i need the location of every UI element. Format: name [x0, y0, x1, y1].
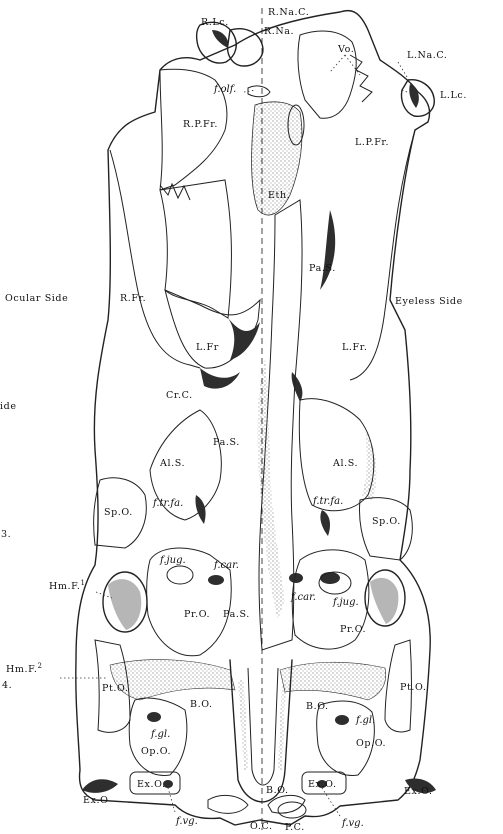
r-frontal-plate — [160, 180, 231, 318]
label-oc: O.C. — [250, 821, 273, 832]
label-f-jug-right: f.jug. — [332, 597, 359, 608]
label-pr-o-right: Pr.O. — [340, 624, 366, 635]
label-pa-s-mid: Pa.S. — [213, 437, 240, 448]
right-glossopharyngeal-foramen — [147, 712, 161, 722]
left-carotid-foramen — [289, 573, 303, 583]
label-vo: Vo. — [337, 44, 354, 55]
label-pt-o-right: Pt.O. — [400, 682, 426, 693]
label-b-o-bottom: B.O. — [266, 785, 289, 796]
label-pr-o-left: Pr.O. — [184, 609, 210, 620]
label-sp-o-left: Sp.O. — [104, 507, 133, 518]
label-ide-edge: ide — [0, 401, 17, 412]
label-pa-s-top: Pa.S. — [309, 263, 336, 274]
left-trigeminal-foramen — [320, 510, 330, 536]
basioccipital-groove — [248, 668, 278, 785]
label-r-na: R.Na. — [264, 26, 294, 37]
label-edge-4: 4. — [2, 680, 12, 691]
label-f-gl-left: f.gl. — [150, 729, 170, 740]
label-al-s-right: Al.S. — [332, 458, 358, 469]
label-r-p-fr: R.P.Fr. — [183, 119, 218, 130]
label-f-tr-fa-right: f.tr.fa. — [312, 496, 343, 507]
label-hm-f2: Hm.F.2 — [6, 662, 43, 675]
label-cr-c: Cr.C. — [166, 390, 193, 401]
label-ex-o-right-outer: Ex.O. — [404, 786, 433, 797]
right-hm-shade — [108, 579, 141, 630]
posterior-condyle — [278, 802, 306, 818]
label-op-o-right: Op.O. — [356, 738, 386, 749]
label-eyeless-side: Eyeless Side — [395, 296, 463, 307]
label-l-fr-inner: L.Fr — [196, 342, 219, 353]
label-ocular-side: Ocular Side — [5, 293, 68, 304]
label-pt-o-left: Pt.O. — [102, 683, 128, 694]
label-pa-s-low: Pa.S. — [223, 609, 250, 620]
left-lachrymal-dark — [409, 84, 419, 108]
left-jugular-foramen — [320, 572, 340, 584]
leader-olf — [244, 90, 256, 92]
label-l-nac: L.Na.C. — [407, 50, 447, 61]
label-edge-3: 3. — [1, 529, 11, 540]
label-sp-o-right: Sp.O. — [372, 516, 401, 527]
olfactory-foramen — [248, 86, 270, 97]
l-frontal-crescent — [165, 290, 260, 368]
left-alisphenoid-stipple — [362, 430, 377, 500]
vomer-teeth — [350, 55, 372, 102]
label-eth: Eth. — [268, 190, 290, 201]
left-pterotic-stipple — [280, 662, 386, 700]
parasphenoid-dark-stroke — [320, 210, 335, 290]
right-orbit-mark — [292, 372, 303, 402]
right-exoccipital-outer — [82, 779, 118, 793]
label-ex-o-left-outer: Ex.O — [83, 795, 109, 806]
label-r-nac: R.Na.C. — [268, 7, 309, 18]
label-l-p-fr: L.P.Fr. — [355, 137, 389, 148]
left-hm-shade — [370, 578, 398, 624]
label-pc: P.C. — [285, 822, 305, 833]
right-trigeminal-foramen — [195, 495, 205, 524]
label-b-o-left: B.O. — [190, 699, 213, 710]
label-f-jug-left: f.jug. — [159, 555, 186, 566]
leader-vo-2 — [345, 55, 360, 75]
label-hm-f1-text: Hm.F. — [49, 581, 80, 592]
label-f-vg-right: f.vg. — [341, 818, 364, 829]
label-ex-o-left-inner: Ex.O. — [137, 779, 166, 790]
right-lachrymal-dark — [212, 30, 228, 48]
label-f-car-left: f.car. — [213, 560, 239, 571]
label-f-vg-left: f.vg. — [175, 816, 198, 827]
occipital-condyle — [208, 795, 305, 813]
label-l-lc: L.Lc. — [440, 90, 467, 101]
parasphenoid-shade — [257, 360, 285, 620]
label-b-o-right: B.O. — [306, 701, 329, 712]
label-hm-f1: Hm.F.1 — [49, 579, 86, 592]
label-f-tr-fa-left: f.tr.fa. — [152, 498, 183, 509]
label-op-o-left: Op.O. — [141, 746, 171, 757]
label-al-s-left: Al.S. — [159, 458, 185, 469]
label-l-fr-outer: L.Fr. — [342, 342, 367, 353]
right-carotid-foramen — [208, 575, 224, 585]
label-f-gl-right: f.gl. — [355, 715, 375, 726]
label-r-lc: R.Lc. — [201, 17, 229, 28]
label-ex-o-right-inner: Ex.O. — [308, 779, 337, 790]
leader-vo — [330, 55, 345, 72]
label-f-olf: f.olf. — [213, 84, 236, 95]
l-frontal-dark-edge — [228, 318, 260, 360]
right-jugular-foramen — [167, 566, 193, 584]
leader-fvg-left — [168, 788, 175, 812]
right-frontal-contour — [110, 150, 200, 368]
label-hm-f2-sup: 2 — [37, 662, 42, 670]
left-glossopharyngeal-foramen — [335, 715, 349, 725]
cr-c-wedge — [200, 368, 240, 389]
leader-nac — [398, 62, 410, 82]
label-f-car-right: f.car. — [290, 592, 316, 603]
label-hm-f1-sup: 1 — [80, 579, 85, 587]
label-r-fr: R.Fr. — [120, 293, 146, 304]
label-hm-f2-text: Hm.F. — [6, 664, 37, 675]
